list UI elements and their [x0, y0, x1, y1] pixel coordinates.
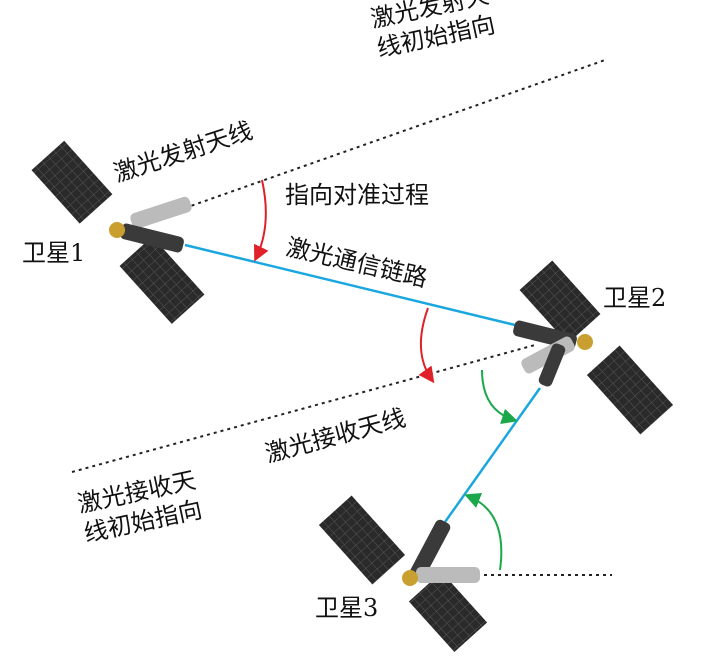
red-arrow-1: [254, 179, 269, 262]
laser-link-2-3: [443, 387, 542, 523]
green-arrow-2: [464, 493, 503, 571]
rx-initial-pointing-line: [71, 344, 536, 473]
green-arrow-1: [481, 369, 518, 425]
sat3-label: 卫星3: [315, 594, 379, 622]
satellite-1: [31, 140, 205, 324]
sat1-label: 卫星1: [22, 239, 86, 267]
pointing-process-label: 指向对准过程: [285, 181, 429, 209]
satellite-3: [318, 495, 488, 652]
laser-link-1-2: [184, 243, 516, 327]
satellite-2: [513, 260, 674, 435]
red-arrow-2: [418, 307, 435, 384]
sat2-label: 卫星2: [603, 284, 667, 312]
tx-initial-pointing-line: [184, 59, 606, 209]
